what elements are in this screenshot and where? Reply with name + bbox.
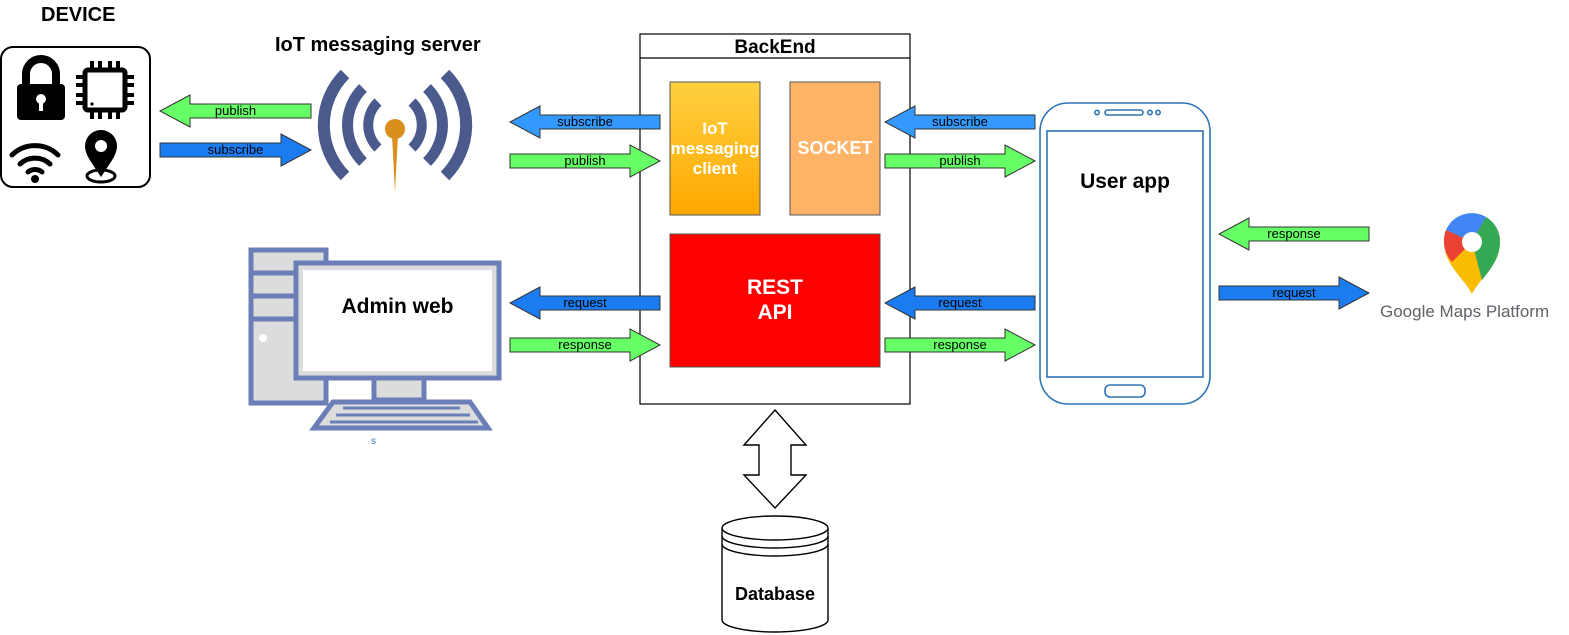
server-subscribe-arrow xyxy=(508,105,661,139)
app-request-arrow xyxy=(883,286,1036,320)
iot-server-title: IoT messaging server xyxy=(275,34,481,56)
backend-title: BackEnd xyxy=(734,37,816,58)
server-publish-arrow xyxy=(509,144,662,178)
database-icon xyxy=(721,515,829,633)
google-maps-pin-icon xyxy=(1443,213,1501,294)
socket-box: SOCKET xyxy=(797,138,873,158)
maps-response-arrow xyxy=(1217,217,1370,251)
maps-request-arrow-label: request xyxy=(1272,285,1316,300)
device-publish-arrow-label: publish xyxy=(214,103,257,118)
wifi-icon xyxy=(9,143,61,183)
app-subscribe-arrow-label: subscribe xyxy=(932,114,988,129)
admin-request-arrow-label: request xyxy=(563,295,607,310)
server-subscribe-arrow-label: subscribe xyxy=(557,114,613,129)
rest-api-box: REST API xyxy=(746,276,803,324)
device-title: DEVICE xyxy=(41,4,116,26)
lock-icon xyxy=(17,55,65,120)
maps-request-arrow xyxy=(1218,276,1371,310)
app-subscribe-arrow xyxy=(883,105,1036,139)
admin-request-arrow xyxy=(508,286,661,320)
chip-icon xyxy=(76,61,134,119)
computer-icon xyxy=(248,247,502,431)
google-maps-platform-label: Google Maps Platform xyxy=(1380,302,1550,321)
app-publish-arrow xyxy=(884,144,1037,178)
device-publish-arrow xyxy=(158,94,312,128)
database-label: Database xyxy=(734,584,816,604)
app-response-arrow-label: response xyxy=(933,337,987,352)
iot-messaging-client-box: IoT messaging client xyxy=(670,118,760,178)
backend-container xyxy=(639,33,911,405)
server-publish-arrow-label: publish xyxy=(564,153,606,168)
app-response-arrow xyxy=(884,328,1037,362)
user-app-label: User app xyxy=(1080,170,1170,193)
antenna-icon xyxy=(317,69,473,192)
admin-response-arrow xyxy=(509,328,662,362)
device-box xyxy=(0,46,151,188)
admin-caption: s xyxy=(371,436,376,447)
admin-web-label: Admin web xyxy=(341,295,454,318)
app-publish-arrow-label: publish xyxy=(939,153,981,168)
device-subscribe-arrow-label: subscribe xyxy=(207,142,264,157)
backend-database-double-arrow xyxy=(742,408,808,510)
flow-arrows xyxy=(158,94,1371,362)
smartphone-icon xyxy=(1039,102,1211,405)
admin-response-arrow-label: response xyxy=(558,337,612,352)
app-request-arrow-label: request xyxy=(938,295,982,310)
location-pin-icon xyxy=(85,130,117,184)
device-subscribe-arrow xyxy=(159,133,313,167)
maps-response-arrow-label: response xyxy=(1267,226,1321,241)
